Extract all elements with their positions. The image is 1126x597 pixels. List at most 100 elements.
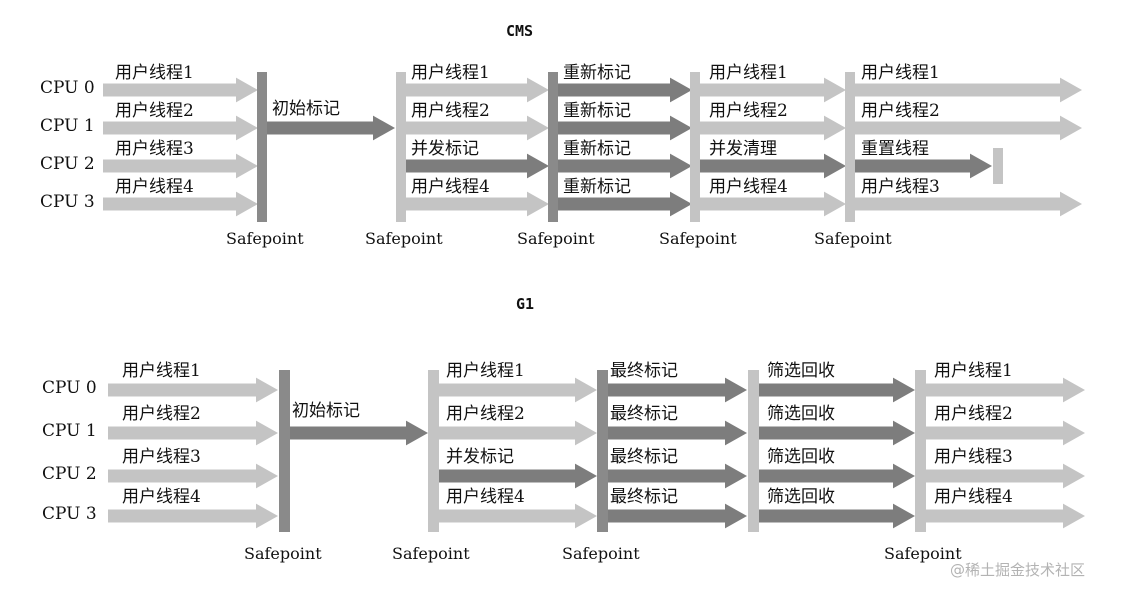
cms-title: CMS	[506, 22, 534, 40]
g1-p0-label-2: 用户线程3	[122, 447, 201, 467]
g1-p0-label-3: 用户线程4	[122, 487, 201, 507]
cms-p4-label-3: 用户线程4	[709, 177, 788, 197]
g1-p4-label-2: 筛选回收	[767, 447, 835, 467]
cms-p0-label-0: 用户线程1	[115, 63, 194, 83]
g1-cpu-2-label: CPU 2	[42, 464, 97, 484]
cms-p2-arrow-1	[406, 115, 549, 141]
cms-p3-arrow-2	[558, 153, 692, 179]
g1-p5-label-0: 用户线程1	[934, 361, 1013, 381]
g1-safepoint-label-0: Safepoint	[244, 544, 322, 563]
cms-p0-arrow-1	[103, 115, 258, 141]
g1-p1-arrow	[290, 420, 428, 446]
cms-p2-label-2: 并发标记	[411, 139, 479, 159]
g1-safepoint-bar-1	[428, 370, 439, 532]
g1-p4-arrow-1	[759, 420, 915, 446]
cms-safepoint-bar-1	[396, 72, 406, 222]
cms-safepoint-label-2: Safepoint	[517, 229, 595, 248]
g1-p5-arrow-1	[925, 420, 1085, 446]
cms-cpu-3-label: CPU 3	[40, 192, 95, 212]
cms-p0-arrow-2	[103, 153, 258, 179]
g1-p3-label-3: 最终标记	[610, 487, 678, 507]
cms-p5-arrow-3	[855, 191, 1082, 217]
g1-p0-arrow-1	[108, 420, 278, 446]
cms-p5-arrow-1	[855, 115, 1082, 141]
g1-p5-arrow-2	[925, 463, 1085, 489]
g1-p2-arrow-3	[436, 503, 597, 529]
cms-p5-arrow-0	[855, 77, 1082, 103]
cms-p5-label-0: 用户线程1	[861, 63, 940, 83]
g1-p2-label-3: 用户线程4	[446, 487, 525, 507]
g1-p3-arrow-3	[605, 503, 747, 529]
cms-p5-label-1: 用户线程2	[861, 101, 940, 121]
cms-p4-arrow-2	[700, 153, 846, 179]
g1-p2-label-1: 用户线程2	[446, 404, 525, 424]
cms-p2-arrow-3	[406, 191, 549, 217]
cms-p0-arrow-3	[103, 191, 258, 217]
cms-p3-arrow-3	[558, 191, 692, 217]
g1-safepoint-label-2: Safepoint	[562, 544, 640, 563]
g1-p3-label-0: 最终标记	[610, 361, 678, 381]
g1-safepoint-bar-0	[279, 370, 290, 532]
cms-p3-label-1: 重新标记	[563, 101, 631, 121]
cms-p4-arrow-0	[700, 77, 846, 103]
g1-cpu-1-label: CPU 1	[42, 421, 97, 441]
g1-safepoint-label-3: Safepoint	[884, 544, 962, 563]
cms-p3-label-3: 重新标记	[563, 177, 631, 197]
g1-cpu-0-label: CPU 0	[42, 378, 97, 398]
g1-p0-arrow-3	[108, 503, 278, 529]
cms-safepoint-bar-4	[845, 72, 855, 222]
cms-p2-arrow-2	[406, 153, 549, 179]
cms-p0-label-1: 用户线程2	[115, 101, 194, 121]
g1-p3-arrow-1	[605, 420, 747, 446]
cms-p3-label-0: 重新标记	[563, 63, 631, 83]
cms-p1-label: 初始标记	[272, 99, 340, 119]
g1-title: G1	[516, 295, 535, 313]
g1-p5-label-3: 用户线程4	[934, 487, 1013, 507]
cms-safepoint-bar-3	[690, 72, 700, 222]
g1-p0-label-0: 用户线程1	[122, 361, 201, 381]
cms-safepoint-bar-0	[257, 72, 267, 222]
cms-p4-label-0: 用户线程1	[709, 63, 788, 83]
g1-p2-arrow-1	[436, 420, 597, 446]
g1-p1-label: 初始标记	[292, 401, 360, 421]
cms-reset-stop-bar	[993, 148, 1003, 184]
g1-p5-label-1: 用户线程2	[934, 404, 1013, 424]
cms-p1-arrow	[266, 115, 395, 141]
g1-safepoint-bar-4	[915, 370, 926, 532]
g1-safepoint-bar-2	[597, 370, 608, 532]
cms-p2-label-1: 用户线程2	[411, 101, 490, 121]
cms-cpu-0-label: CPU 0	[40, 78, 95, 98]
g1-p2-label-0: 用户线程1	[446, 361, 525, 381]
cms-safepoint-bar-2	[548, 72, 558, 222]
watermark: @稀土掘金技术社区	[950, 561, 1086, 579]
cms-p3-label-2: 重新标记	[563, 139, 631, 159]
cms-p4-label-2: 并发清理	[709, 139, 777, 159]
g1-cpu-3-label: CPU 3	[42, 504, 97, 524]
g1-p4-arrow-3	[759, 503, 915, 529]
g1-p4-label-1: 筛选回收	[767, 404, 835, 424]
g1-p2-label-2: 并发标记	[446, 447, 514, 467]
cms-p0-label-3: 用户线程4	[115, 177, 194, 197]
cms-cpu-1-label: CPU 1	[40, 116, 95, 136]
cms-p5-label-3: 用户线程3	[861, 177, 940, 197]
cms-safepoint-label-1: Safepoint	[365, 229, 443, 248]
g1-p0-arrow-2	[108, 463, 278, 489]
g1-safepoint-label-1: Safepoint	[392, 544, 470, 563]
g1-safepoint-bar-3	[748, 370, 759, 532]
g1-p5-arrow-3	[925, 503, 1085, 529]
g1-p2-arrow-0	[436, 377, 597, 403]
g1-p2-arrow-2	[436, 463, 597, 489]
g1-p3-label-2: 最终标记	[610, 447, 678, 467]
g1-p0-arrow-0	[108, 377, 278, 403]
g1-p4-arrow-0	[759, 377, 915, 403]
cms-p0-arrow-0	[103, 77, 258, 103]
g1-p3-arrow-0	[605, 377, 747, 403]
cms-p5-label-2: 重置线程	[861, 139, 929, 159]
g1-p5-arrow-0	[925, 377, 1085, 403]
g1-p0-label-1: 用户线程2	[122, 404, 201, 424]
cms-p2-label-0: 用户线程1	[411, 63, 490, 83]
cms-p4-label-1: 用户线程2	[709, 101, 788, 121]
cms-p2-arrow-0	[406, 77, 549, 103]
